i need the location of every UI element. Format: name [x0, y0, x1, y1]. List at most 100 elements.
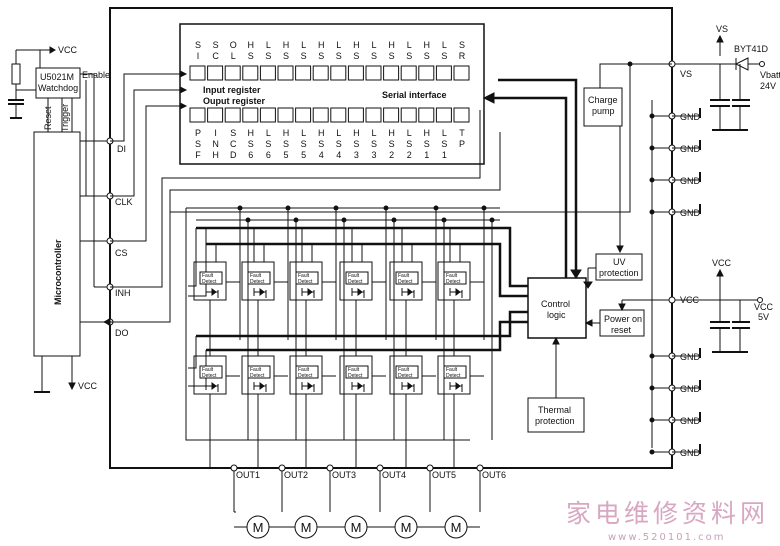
input-bit-label: H: [318, 40, 325, 50]
svg-text:5V: 5V: [758, 312, 769, 322]
output-bit-label: S: [230, 128, 236, 138]
svg-text:reset: reset: [611, 325, 632, 335]
input-register-cell: [312, 65, 329, 81]
gnd-label: GND: [680, 208, 701, 218]
output-register-label: Ouput register: [203, 96, 266, 106]
svg-text:S: S: [248, 139, 254, 149]
input-register-cell: [189, 65, 206, 81]
svg-text:Fault: Fault: [202, 367, 214, 373]
motor: M: [444, 515, 468, 539]
svg-text:S: S: [371, 139, 377, 149]
svg-text:S: S: [389, 51, 395, 61]
input-bit-label: H: [353, 40, 360, 50]
watermark-url: www.520101.com: [608, 532, 726, 543]
output-register-cell: [400, 107, 417, 123]
svg-text:Fault: Fault: [398, 273, 410, 279]
ic-frame: [109, 7, 673, 469]
svg-text:VCC: VCC: [712, 258, 732, 268]
output-bit-label: L: [301, 128, 306, 138]
input-bit-label: H: [248, 40, 255, 50]
output-bit-label: L: [407, 128, 412, 138]
motor: M: [344, 515, 368, 539]
svg-text:S: S: [371, 51, 377, 61]
svg-text:S: S: [195, 139, 201, 149]
svg-text:I: I: [197, 51, 200, 61]
output-pin-label: OUT3: [332, 470, 356, 480]
svg-text:Detect: Detect: [202, 373, 217, 379]
output-bit-label: L: [266, 128, 271, 138]
svg-text:VS: VS: [680, 69, 692, 79]
input-bit-label: L: [442, 40, 447, 50]
svg-text:VS: VS: [716, 24, 728, 34]
svg-text:DO: DO: [115, 328, 129, 338]
svg-text:R: R: [459, 51, 466, 61]
gnd-label: GND: [680, 144, 701, 154]
output-register-cell: [453, 107, 470, 123]
svg-text:S: S: [353, 139, 359, 149]
output-bit-label: H: [388, 128, 395, 138]
svg-text:Fault: Fault: [348, 273, 360, 279]
svg-text:S: S: [318, 51, 324, 61]
svg-text:S: S: [283, 51, 289, 61]
svg-text:D: D: [230, 150, 237, 160]
vs-supply: VS BYT41D Vbatt 24V VS Charge pump: [170, 24, 780, 246]
svg-text:VCC: VCC: [58, 45, 78, 55]
gnd-label: GND: [680, 416, 701, 426]
output-bit-label: H: [353, 128, 360, 138]
svg-text:5: 5: [283, 150, 288, 160]
svg-text:S: S: [301, 139, 307, 149]
svg-text:M: M: [301, 520, 312, 535]
svg-text:Fault: Fault: [250, 273, 262, 279]
svg-text:S: S: [265, 51, 271, 61]
svg-text:CLK: CLK: [115, 197, 133, 207]
svg-text:Watchdog: Watchdog: [38, 83, 78, 93]
output-register-cell: [418, 107, 435, 123]
svg-text:Detect: Detect: [250, 373, 265, 379]
input-bit-label: H: [424, 40, 431, 50]
svg-text:2: 2: [389, 150, 394, 160]
output-bit-label: P: [195, 128, 201, 138]
svg-text:S: S: [441, 51, 447, 61]
svg-text:3: 3: [354, 150, 359, 160]
output-register-cell: [435, 107, 452, 123]
motor: M: [246, 515, 270, 539]
output-register-cell: [295, 107, 312, 123]
output-bit-label: L: [442, 128, 447, 138]
svg-text:Detect: Detect: [398, 279, 413, 285]
input-register-cell: [383, 65, 400, 81]
svg-text:S: S: [318, 139, 324, 149]
svg-text:L: L: [231, 51, 236, 61]
input-register-cell: [365, 65, 382, 81]
svg-text:6: 6: [248, 150, 253, 160]
svg-text:S: S: [406, 51, 412, 61]
svg-text:Thermal: Thermal: [538, 405, 571, 415]
input-bit-label: L: [301, 40, 306, 50]
input-register-cell: [277, 65, 294, 81]
svg-text:S: S: [336, 51, 342, 61]
svg-text:S: S: [389, 139, 395, 149]
output-bit-label: H: [248, 128, 255, 138]
control-blocks: UV protection Control logic Power on res…: [482, 78, 672, 433]
svg-text:Fault: Fault: [398, 367, 410, 373]
mcu-bus: DI CLK CS INH DO: [71, 70, 501, 338]
input-bit-label: S: [195, 40, 201, 50]
input-register-cell: [224, 65, 241, 81]
gnd-label: GND: [680, 176, 701, 186]
input-register-cell: [259, 65, 276, 81]
svg-text:Detect: Detect: [398, 373, 413, 379]
svg-text:H: H: [212, 150, 219, 160]
svg-text:DI: DI: [117, 144, 126, 154]
watchdog-block: U5021M Watchdog Enable Reset Trigger VCC: [8, 45, 110, 132]
output-register-cell: [207, 107, 224, 123]
svg-text:1: 1: [424, 150, 429, 160]
output-pin-label: OUT4: [382, 470, 406, 480]
svg-text:VCC: VCC: [754, 302, 774, 312]
output-bit-label: L: [336, 128, 341, 138]
svg-text:S: S: [424, 51, 430, 61]
